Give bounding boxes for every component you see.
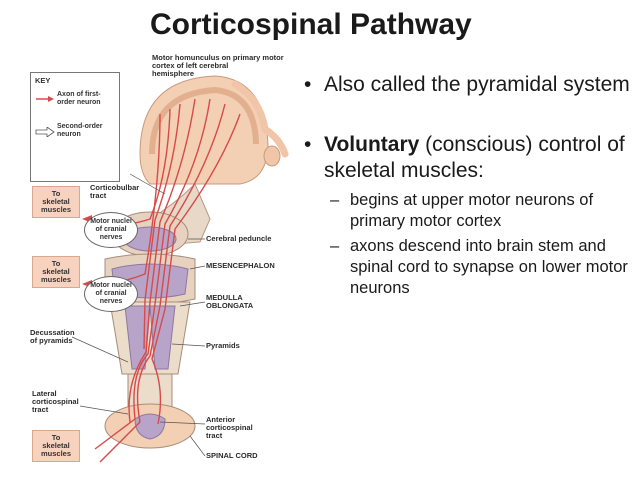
decussation-label: Decussation of pyramids	[30, 328, 75, 345]
medulla-label: MEDULLA OBLONGATA	[206, 293, 254, 310]
homunculus-label: Motor homunculus on primary motor cortex…	[152, 53, 284, 78]
sub-bullet-item: – begins at upper motor neurons of prima…	[300, 190, 630, 232]
bullet-item: • Also called the pyramidal system	[300, 72, 630, 98]
sub-bullet-text: begins at upper motor neurons of primary…	[350, 191, 594, 230]
pyramids-label: Pyramids	[206, 341, 240, 350]
motor-nuclei-bubble-upper: Motor nuclei of cranial nerves	[84, 212, 138, 248]
red-arrow-icon	[36, 96, 54, 102]
sub-bullet-text: axons descend into brain stem and spinal…	[350, 237, 628, 297]
cerebral-peduncle-label: Cerebral peduncle	[206, 234, 272, 243]
sub-bullet-item: – axons descend into brain stem and spin…	[300, 236, 630, 299]
spinal-cord-label: SPINAL CORD	[206, 451, 258, 460]
key-second-order: Second-order neuron	[57, 123, 103, 138]
muscle-box-middle: To skeletal muscles	[32, 256, 80, 288]
muscle-box-lower: To skeletal muscles	[32, 430, 80, 462]
bullet-dot-icon: •	[304, 133, 312, 156]
corticospinal-diagram: Motor homunculus on primary motor cortex…	[0, 44, 300, 479]
page-title: Corticospinal Pathway	[150, 8, 472, 41]
dash-icon: –	[330, 191, 340, 209]
motor-nuclei-bubble-lower: Motor nuclei of cranial nerves	[84, 276, 138, 312]
key-title: KEY	[35, 76, 51, 85]
bullet-bold-text: Voluntary	[324, 133, 420, 156]
pathway-illustration	[71, 75, 289, 463]
lateral-tract-label: Lateral corticospinal tract	[32, 389, 79, 414]
dash-icon: –	[330, 237, 340, 255]
mesencephalon-label: MESENCEPHALON	[206, 261, 275, 270]
bullet-dot-icon: •	[304, 73, 312, 96]
bullet-list: • Also called the pyramidal system • Vol…	[300, 72, 630, 303]
outline-arrow-icon	[35, 127, 55, 137]
anterior-tract-label: Anterior corticospinal tract	[206, 415, 253, 440]
bullet-text: Also called the pyramidal system	[324, 73, 630, 96]
corticobulbar-label: Corticobulbar tract	[90, 183, 140, 200]
bullet-item: • Voluntary (conscious) control of skele…	[300, 132, 630, 184]
bullet-text: (conscious) control of skeletal muscles:	[324, 133, 625, 182]
key-first-order: Axon of first- order neuron	[57, 91, 101, 106]
muscle-box-upper: To skeletal muscles	[32, 186, 80, 218]
figure-key: KEY Axon of first- order neuron Second-o…	[30, 72, 120, 182]
